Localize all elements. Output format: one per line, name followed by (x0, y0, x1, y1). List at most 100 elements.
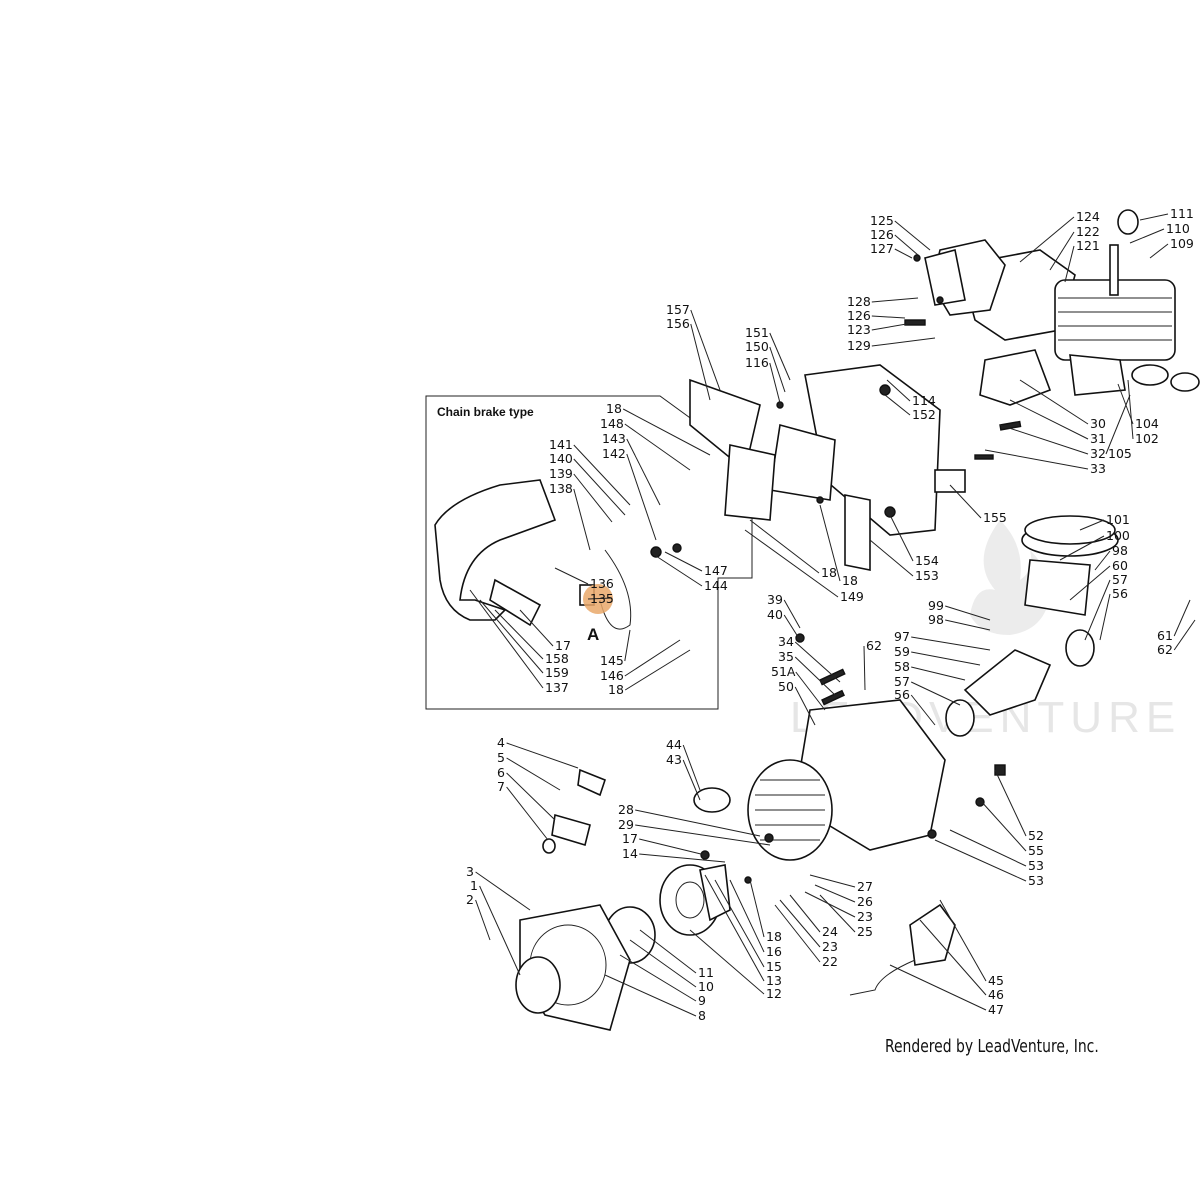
callout-label-157[interactable]: 157 (666, 302, 690, 317)
callout-label-24[interactable]: 24 (822, 924, 838, 939)
callout-label-57a[interactable]: 57 (1112, 572, 1128, 587)
callout-label-47[interactable]: 47 (988, 1002, 1004, 1017)
callout-label-56a[interactable]: 56 (1112, 586, 1128, 601)
callout-label-123[interactable]: 123 (847, 322, 871, 337)
callout-label-28[interactable]: 28 (618, 802, 634, 817)
callout-label-18c[interactable]: 18 (608, 682, 624, 697)
callout-label-62b[interactable]: 62 (866, 638, 882, 653)
callout-label-104[interactable]: 104 (1135, 416, 1159, 431)
callout-label-57b[interactable]: 57 (894, 674, 910, 689)
callout-label-6[interactable]: 6 (497, 765, 505, 780)
callout-label-5[interactable]: 5 (497, 750, 505, 765)
callout-label-58[interactable]: 58 (894, 659, 910, 674)
callout-label-40[interactable]: 40 (767, 607, 783, 622)
callout-label-23a[interactable]: 23 (857, 909, 873, 924)
callout-label-126a[interactable]: 126 (870, 227, 894, 242)
callout-label-143[interactable]: 143 (602, 431, 626, 446)
callout-label-125[interactable]: 125 (870, 213, 894, 228)
callout-label-39[interactable]: 39 (767, 592, 783, 607)
callout-label-52[interactable]: 52 (1028, 828, 1044, 843)
callout-label-114[interactable]: 114 (912, 393, 936, 408)
callout-label-148[interactable]: 148 (600, 416, 624, 431)
callout-label-50[interactable]: 50 (778, 679, 794, 694)
callout-label-99[interactable]: 99 (928, 598, 944, 613)
callout-label-14[interactable]: 14 (622, 846, 638, 861)
callout-label-34[interactable]: 34 (778, 634, 794, 649)
callout-label-43[interactable]: 43 (666, 752, 682, 767)
callout-label-35[interactable]: 35 (778, 649, 794, 664)
callout-label-155[interactable]: 155 (983, 510, 1007, 525)
callout-label-31[interactable]: 31 (1090, 431, 1106, 446)
callout-label-1[interactable]: 1 (470, 878, 478, 893)
callout-label-105[interactable]: 105 (1108, 446, 1132, 461)
callout-label-141[interactable]: 141 (549, 437, 573, 452)
callout-label-26[interactable]: 26 (857, 894, 873, 909)
callout-label-127[interactable]: 127 (870, 241, 894, 256)
callout-label-135[interactable]: 135 (590, 591, 614, 606)
callout-label-110[interactable]: 110 (1166, 221, 1190, 236)
callout-label-144[interactable]: 144 (704, 578, 728, 593)
callout-label-10[interactable]: 10 (698, 979, 714, 994)
callout-label-126b[interactable]: 126 (847, 308, 871, 323)
callout-label-139[interactable]: 139 (549, 466, 573, 481)
callout-label-138[interactable]: 138 (549, 481, 573, 496)
callout-label-53a[interactable]: 53 (1028, 858, 1044, 873)
callout-label-101[interactable]: 101 (1106, 512, 1130, 527)
callout-label-122[interactable]: 122 (1076, 224, 1100, 239)
callout-label-46[interactable]: 46 (988, 987, 1004, 1002)
callout-label-137[interactable]: 137 (545, 680, 569, 695)
callout-label-142[interactable]: 142 (602, 446, 626, 461)
callout-label-55[interactable]: 55 (1028, 843, 1044, 858)
callout-label-129[interactable]: 129 (847, 338, 871, 353)
callout-label-111[interactable]: 111 (1170, 206, 1194, 221)
callout-label-109[interactable]: 109 (1170, 236, 1194, 251)
callout-label-97[interactable]: 97 (894, 629, 910, 644)
callout-label-146[interactable]: 146 (600, 668, 624, 683)
callout-label-8[interactable]: 8 (698, 1008, 706, 1023)
callout-label-29[interactable]: 29 (618, 817, 634, 832)
callout-label-11[interactable]: 11 (698, 965, 714, 980)
callout-label-149[interactable]: 149 (840, 589, 864, 604)
callout-label-18e[interactable]: 18 (766, 929, 782, 944)
callout-label-59[interactable]: 59 (894, 644, 910, 659)
callout-label-128[interactable]: 128 (847, 294, 871, 309)
callout-label-121[interactable]: 121 (1076, 238, 1100, 253)
callout-label-3[interactable]: 3 (466, 864, 474, 879)
callout-label-13[interactable]: 13 (766, 973, 782, 988)
callout-label-18a[interactable]: 18 (606, 401, 622, 416)
callout-label-17a[interactable]: 17 (555, 638, 571, 653)
callout-label-56b[interactable]: 56 (894, 687, 910, 702)
callout-label-18d[interactable]: 18 (842, 573, 858, 588)
callout-label-100[interactable]: 100 (1106, 528, 1130, 543)
callout-label-156[interactable]: 156 (666, 316, 690, 331)
callout-label-2[interactable]: 2 (466, 892, 474, 907)
callout-label-62a[interactable]: 62 (1157, 642, 1173, 657)
callout-label-136[interactable]: 136 (590, 576, 614, 591)
callout-label-124[interactable]: 124 (1076, 209, 1100, 224)
callout-label-147[interactable]: 147 (704, 563, 728, 578)
callout-label-18b[interactable]: 18 (821, 565, 837, 580)
callout-label-159[interactable]: 159 (545, 665, 569, 680)
callout-label-154[interactable]: 154 (915, 553, 939, 568)
callout-label-102[interactable]: 102 (1135, 431, 1159, 446)
callout-label-60[interactable]: 60 (1112, 558, 1128, 573)
callout-label-45[interactable]: 45 (988, 973, 1004, 988)
callout-label-25[interactable]: 25 (857, 924, 873, 939)
callout-label-140[interactable]: 140 (549, 451, 573, 466)
callout-label-12[interactable]: 12 (766, 986, 782, 1001)
callout-label-98b[interactable]: 98 (928, 612, 944, 627)
callout-label-53b[interactable]: 53 (1028, 873, 1044, 888)
callout-label-27[interactable]: 27 (857, 879, 873, 894)
callout-label-116[interactable]: 116 (745, 355, 769, 370)
callout-label-17b[interactable]: 17 (622, 831, 638, 846)
callout-label-51A[interactable]: 51A (771, 664, 796, 679)
callout-label-30[interactable]: 30 (1090, 416, 1106, 431)
callout-label-98a[interactable]: 98 (1112, 543, 1128, 558)
callout-label-153[interactable]: 153 (915, 568, 939, 583)
callout-label-15[interactable]: 15 (766, 959, 782, 974)
callout-label-61[interactable]: 61 (1157, 628, 1173, 643)
callout-label-4[interactable]: 4 (497, 735, 505, 750)
callout-label-33[interactable]: 33 (1090, 461, 1106, 476)
callout-label-16[interactable]: 16 (766, 944, 782, 959)
callout-label-145[interactable]: 145 (600, 653, 624, 668)
